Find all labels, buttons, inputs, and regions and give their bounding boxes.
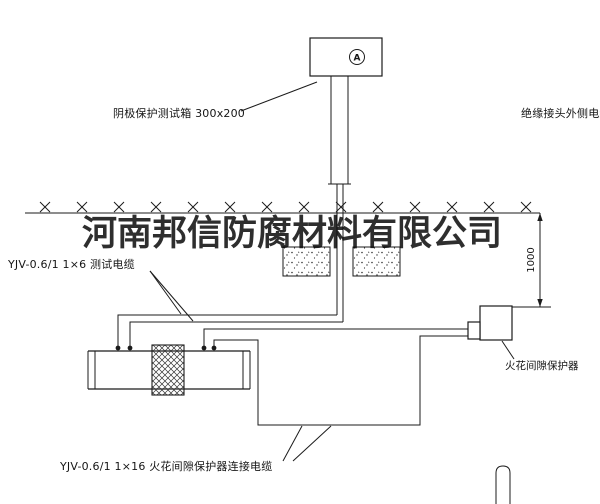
dimension-text: 1000 [526, 247, 537, 272]
ground-hatch-marks [39, 201, 532, 213]
label-spark-gap-protector: 火花间隙保护器 [505, 359, 579, 372]
conduit-riser [336, 184, 344, 322]
spark-gap-protector [467, 305, 513, 341]
leader-protector-cable-1 [282, 425, 303, 462]
label-protector-cable: YJV-0.6/1 1×16 火花间隙保护器连接电缆 [59, 459, 272, 473]
leader-protector [501, 340, 515, 360]
leader-test-box [240, 81, 318, 112]
leader-test-cable-2 [149, 270, 194, 322]
concrete-foundation-left [282, 246, 331, 277]
protector-cable-run-1 [203, 328, 468, 348]
ammeter-symbol [349, 49, 365, 65]
label-test-box: 阴极保护测试箱 300x200 [113, 106, 245, 120]
test-cable-run-2 [129, 321, 343, 348]
pipe-continuation-symbol [495, 465, 511, 504]
label-insulated-joint-cable: 绝缘接头外侧电缆 [521, 106, 600, 120]
watermark: 河南邦信防腐材料有限公司 [82, 213, 502, 254]
label-test-cable: YJV-0.6/1 1×6 测试电缆 [7, 258, 135, 271]
test-cable-run-1 [117, 314, 337, 348]
concrete-foundation-right [352, 246, 401, 277]
dimension-line: 1000 [512, 213, 551, 308]
insulating-joint-flange [151, 344, 185, 396]
test-box: A [309, 37, 383, 77]
leader-protector-cable-2 [292, 425, 332, 462]
leader-test-cable-1 [149, 270, 182, 315]
test-box-post [328, 76, 351, 185]
ammeter-letter: A [354, 54, 361, 64]
protector-cable-run-2 [213, 335, 468, 426]
